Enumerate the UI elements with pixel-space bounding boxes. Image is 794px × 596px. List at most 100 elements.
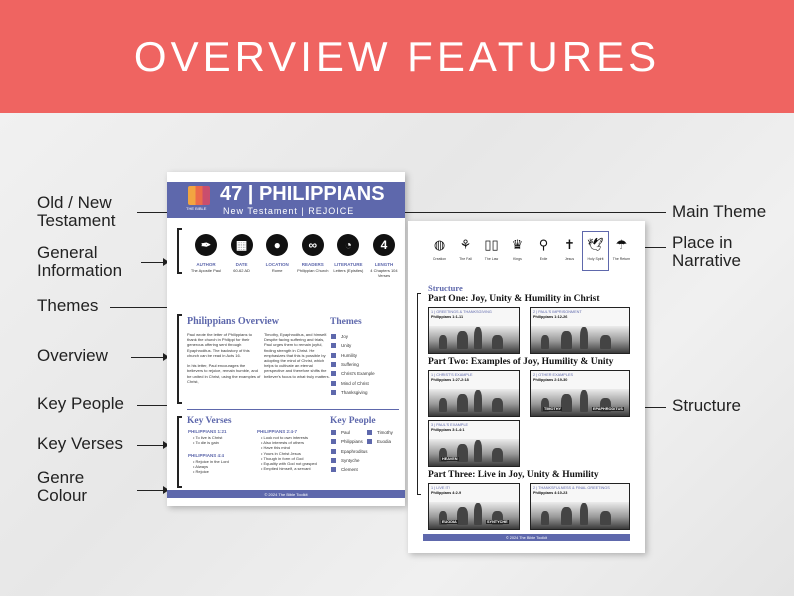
structure-panel: 2 | PAUL'S IMPRISONMENT Philippians 1:12…: [530, 307, 630, 354]
list-item-label: Syntyche: [341, 458, 360, 464]
info-value: 60-62 AD: [233, 268, 250, 273]
key-verses-heading: Key Verses: [187, 416, 232, 426]
list-item: Euodia: [367, 437, 393, 446]
panel-reference: Philippians 4:2-9: [431, 491, 462, 495]
list-item: Unity: [331, 341, 375, 350]
narrative-label: Jesus: [564, 257, 575, 261]
narrative-label: Holy Spirit: [587, 257, 604, 261]
key-verses-bracket: [177, 416, 182, 488]
panel-tag: 3 | PAUL'S EXAMPLE: [431, 423, 469, 427]
illustration-figure: [580, 390, 588, 412]
structure-bracket: [417, 293, 421, 495]
info-label: LENGTH: [374, 262, 394, 267]
info-item: ∞ READERS Philippian Church: [296, 234, 330, 278]
info-label: READERS: [301, 262, 324, 267]
list-item: Thanksgiving: [331, 388, 375, 397]
panel-caption: TIMOTHY: [543, 407, 563, 411]
panel-reference: Philippians 4:10-23: [533, 491, 568, 495]
info-item: ✒ AUTHOR The Apostle Paul: [189, 234, 223, 278]
illustration-figure: [491, 448, 503, 462]
list-item: Clement: [331, 465, 368, 474]
part-heading: Part Three: Live in Joy, Unity & Humilit…: [428, 470, 599, 480]
list-item-label: Joy: [341, 334, 349, 340]
page-footer: © 2024 The Bible Toolkit: [423, 534, 630, 541]
list-item-label: Clement: [341, 467, 358, 473]
info-value: The Apostle Paul: [190, 268, 222, 273]
illustration-figure: [439, 398, 447, 412]
key-verse-ref: PHILIPPIANS 1:21: [188, 429, 227, 434]
illustration-figure: [439, 511, 447, 525]
illustration-figure: [474, 327, 482, 349]
list-item-label: Humility: [341, 352, 358, 358]
philippians-overview-page: THE BIBLE 47 | PHILIPPIANS New Testament…: [167, 172, 405, 506]
key-verse-line: Rejoice: [193, 469, 229, 474]
quill-icon: ✒: [195, 234, 217, 256]
illustration-figure: [541, 511, 549, 525]
arrow-icon: [163, 441, 169, 449]
narrative-label: The Fall: [459, 257, 472, 261]
bullet-square-icon: [367, 439, 372, 445]
illustration-figure: [560, 394, 572, 412]
list-item-label: Euodia: [377, 439, 392, 445]
structure-heading: Structure: [428, 283, 463, 293]
part-heading: Part One: Joy, Unity & Humility in Chris…: [428, 294, 600, 304]
list-item: Humility: [331, 351, 375, 360]
illustration-figure: [439, 448, 447, 462]
header-banner: OVERVIEW FEATURES: [0, 0, 794, 113]
illustration-figure: [560, 331, 572, 349]
illustration-figure: [474, 503, 482, 525]
key-verse-line: Rejoice in the Lord: [193, 459, 229, 464]
narrative-label: Kings: [513, 257, 522, 261]
illustration-figure: [541, 398, 549, 412]
narrative-label: The Law: [484, 257, 499, 261]
illustration-figure: [560, 507, 572, 525]
pointer-line: [137, 445, 163, 446]
illustration-figure: [474, 390, 482, 412]
info-value: Philippian Church: [297, 268, 329, 273]
bullet-square-icon: [331, 352, 336, 358]
illustration-figure: [491, 511, 503, 525]
glasses-icon: ∞: [301, 234, 324, 256]
info-label: LOCATION: [265, 262, 289, 267]
info-item: ● LOCATION Rome: [260, 234, 294, 278]
illustration-figure: [456, 394, 468, 412]
illustration-figure: [491, 398, 503, 412]
narrative-item: ◍ Creation: [428, 237, 451, 261]
key-people-heading: Key People: [330, 416, 376, 426]
list-item: Suffering: [331, 360, 375, 369]
key-verse-line: To die is gain: [193, 440, 222, 445]
list-item: Paul: [331, 428, 368, 437]
bullet-square-icon: [331, 371, 336, 377]
panel-reference: Philippians 2:19-30: [533, 378, 568, 382]
dove-icon: 🕊: [587, 237, 604, 252]
key-verse-lines: To live is ChristTo die is gain: [193, 435, 222, 445]
illustration-figure: [456, 331, 468, 349]
bullet-square-icon: [331, 458, 336, 464]
list-item: Joy: [331, 332, 375, 341]
testament-theme: New Testament | REJOICE: [223, 206, 355, 216]
illustration-figure: [456, 507, 468, 525]
bullet-square-icon: [331, 389, 336, 395]
bullet-square-icon: [367, 430, 372, 436]
panel-tag: 2 | PAUL'S IMPRISONMENT: [533, 310, 582, 314]
info-label: LITERATURE: [334, 262, 363, 267]
page-header: THE BIBLE 47 | PHILIPPIANS New Testament…: [167, 182, 405, 218]
panel-reference: Philippians 1:1-11: [431, 315, 464, 319]
return-icon: ☂: [615, 237, 628, 252]
bullet-square-icon: [331, 439, 336, 445]
illustration-figure: [580, 327, 588, 349]
bible-logo-icon: [188, 186, 210, 205]
general-info-row: ✒ AUTHOR The Apostle Paul▦ DATE 60-62 AD…: [189, 234, 401, 278]
clock-icon: ◔: [337, 234, 360, 256]
part-heading: Part Two: Examples of Joy, Humility & Un…: [428, 357, 614, 367]
key-verse-line: Equality with God not grasped: [261, 461, 317, 466]
list-item-label: Philippians: [341, 439, 363, 445]
cross-icon: ✝: [564, 237, 575, 252]
structure-page: ◍ Creation⚘ The Fall▯▯ The Law♛ Kings⚲ E…: [408, 221, 645, 553]
banner-title: OVERVIEW FEATURES: [133, 32, 661, 80]
label-overview: Overview: [37, 346, 108, 365]
panel-reference: Philippians 3:1-4:1: [431, 428, 465, 432]
